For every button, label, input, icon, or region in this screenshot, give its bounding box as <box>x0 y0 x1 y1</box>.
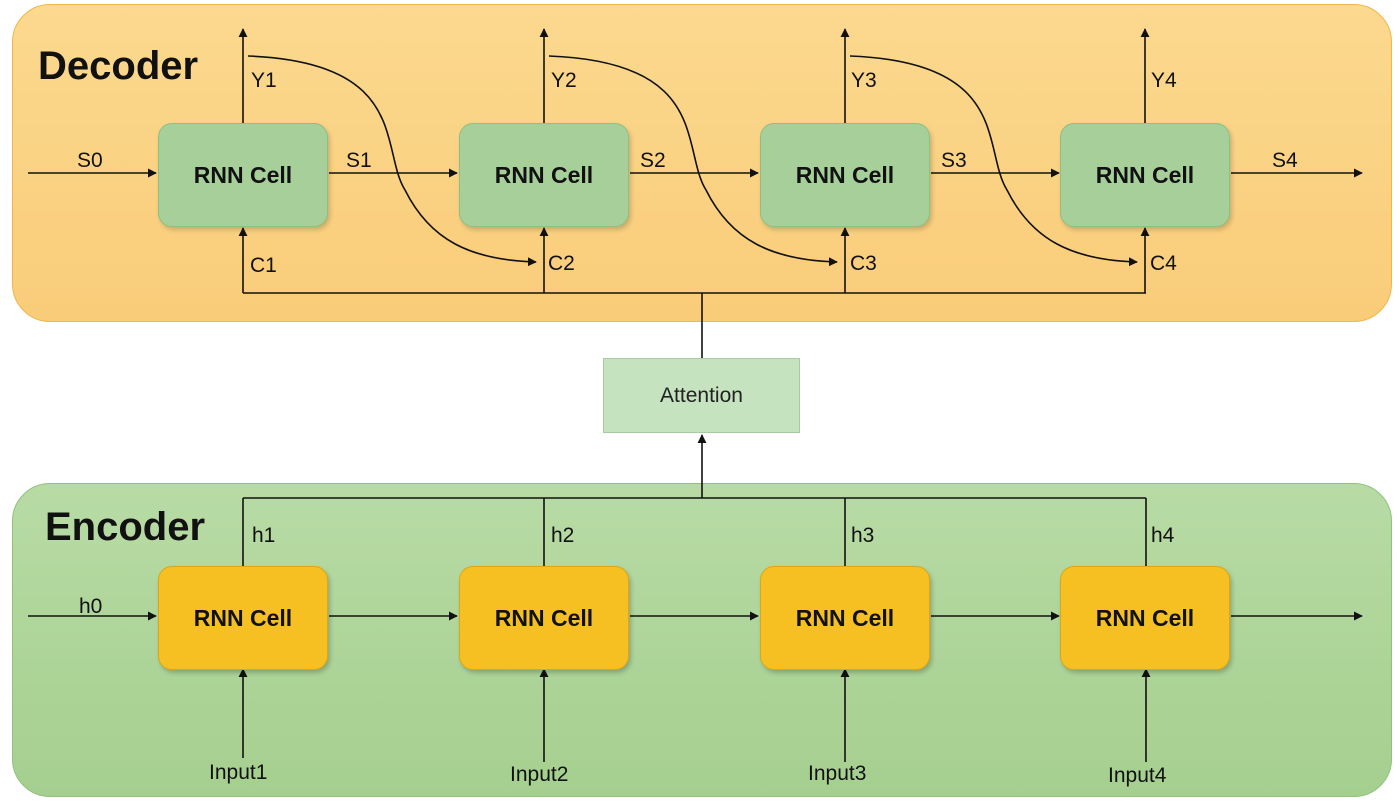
input-label-1: Input1 <box>209 761 268 784</box>
state-label-s3: S3 <box>941 149 967 172</box>
feedback-curve-y2 <box>548 55 838 267</box>
hidden-label-h4: h4 <box>1151 524 1175 547</box>
decoder-rnn-cell-2: RNN Cell <box>459 123 629 227</box>
hidden-label-h0: h0 <box>79 595 103 618</box>
encoder-rnn-cell-1: RNN Cell <box>158 566 328 670</box>
decoder-rnn-cell-1: RNN Cell <box>158 123 328 227</box>
decoder-title: Decoder <box>38 44 199 88</box>
output-label-y1: Y1 <box>251 69 277 92</box>
output-label-y2: Y2 <box>551 69 577 92</box>
output-label-y4: Y4 <box>1151 69 1177 92</box>
encoder-rnn-cell-3: RNN Cell <box>760 566 930 670</box>
attention-label: Attention <box>660 383 743 407</box>
context-label-c4: C4 <box>1150 252 1177 275</box>
state-label-s2: S2 <box>640 149 666 172</box>
feedback-curve-y1 <box>247 55 537 267</box>
encoder-title: Encoder <box>45 505 206 549</box>
input-label-2: Input2 <box>510 763 569 786</box>
encoder-rnn-cell-4: RNN Cell <box>1060 566 1230 670</box>
context-label-c3: C3 <box>850 252 877 275</box>
output-label-y3: Y3 <box>851 69 877 92</box>
context-label-c2: C2 <box>548 252 575 275</box>
feedback-curve-y3 <box>849 55 1138 267</box>
hidden-label-h3: h3 <box>851 524 875 547</box>
hidden-label-h1: h1 <box>252 524 276 547</box>
encoder-rnn-cell-2: RNN Cell <box>459 566 629 670</box>
decoder-rnn-cell-3: RNN Cell <box>760 123 930 227</box>
decoder-rnn-cell-4: RNN Cell <box>1060 123 1230 227</box>
hidden-label-h2: h2 <box>551 524 575 547</box>
context-label-c1: C1 <box>250 254 277 277</box>
state-label-s1: S1 <box>346 149 372 172</box>
input-label-3: Input3 <box>808 762 867 785</box>
attention-box: Attention <box>603 358 800 433</box>
state-label-s4: S4 <box>1272 149 1298 172</box>
state-label-s0: S0 <box>77 149 103 172</box>
input-label-4: Input4 <box>1108 764 1167 787</box>
